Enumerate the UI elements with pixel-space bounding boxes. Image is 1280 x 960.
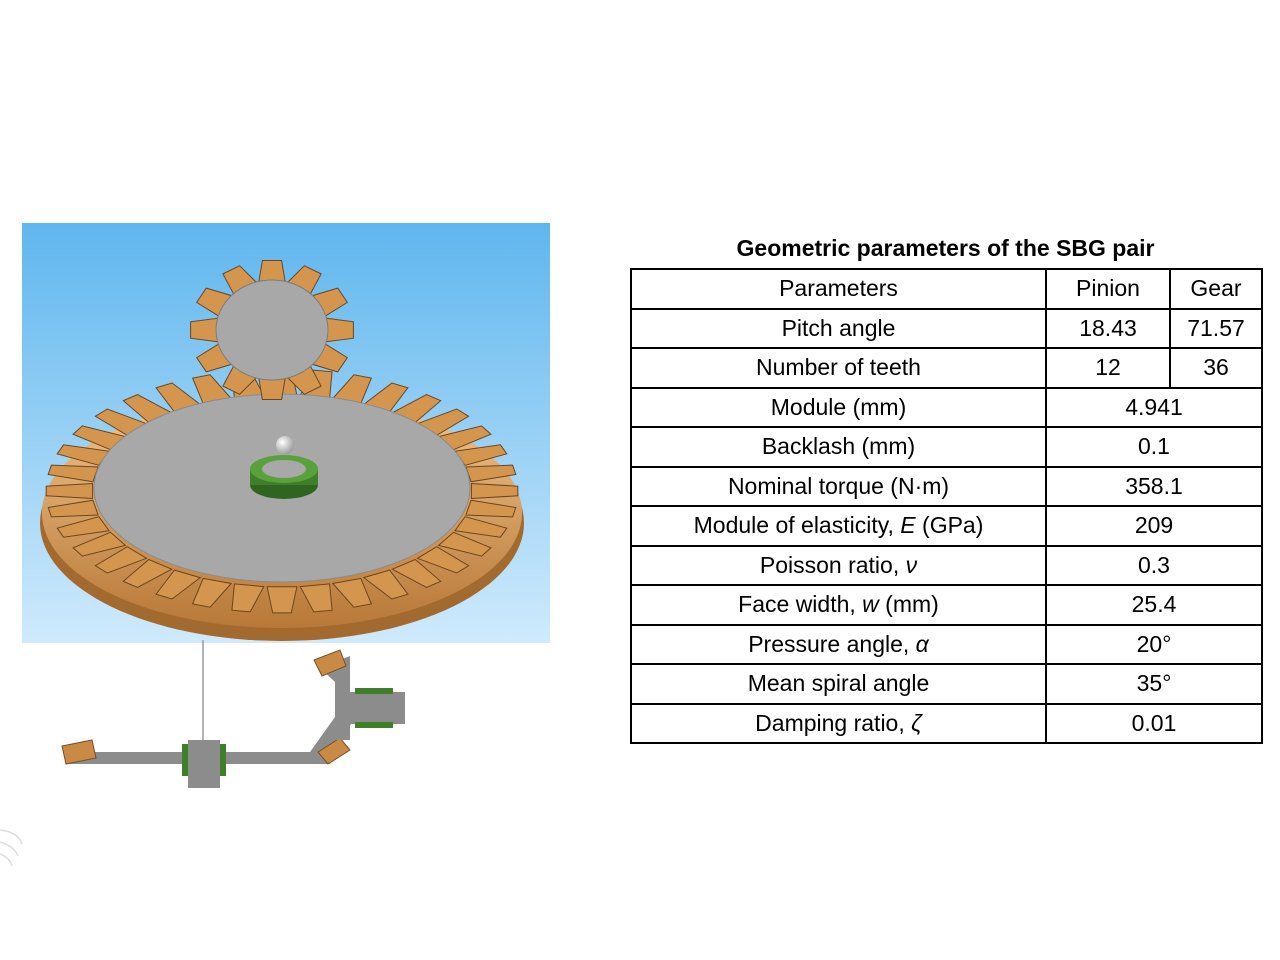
parameter-cell: Face width, w (mm) xyxy=(630,584,1047,626)
shared-value-cell: 209 xyxy=(1045,505,1263,547)
pinion-bearing-bottom xyxy=(355,722,393,728)
shared-value-cell: 0.1 xyxy=(1045,426,1263,468)
table-row: Nominal torque (N·m)358.1 xyxy=(630,465,1263,507)
gear-pair-3d-render xyxy=(22,223,550,643)
parameter-cell: Module (mm) xyxy=(630,386,1047,428)
shared-value-cell: 0.01 xyxy=(1045,702,1263,744)
pinion-value-cell: 12 xyxy=(1045,347,1171,389)
gear-tooth xyxy=(155,569,202,600)
shared-value-cell: 20° xyxy=(1045,623,1263,665)
ring-gear-teeth xyxy=(45,368,519,614)
gear-value-cell: 36 xyxy=(1169,347,1263,389)
table-row: Module (mm)4.941 xyxy=(630,386,1263,428)
parameter-symbol: ν xyxy=(905,551,918,578)
slide-edge-mark xyxy=(0,829,23,867)
parameter-label: Pressure angle, xyxy=(748,630,916,657)
center-ball xyxy=(276,436,294,454)
gear-tooth xyxy=(437,531,492,557)
gear-tooth xyxy=(47,499,99,518)
shared-value-cell: 358.1 xyxy=(1045,465,1263,507)
parameter-cell: Poisson ratio, ν xyxy=(630,544,1047,586)
parameter-label: Module of elasticity, xyxy=(693,512,901,539)
table-row: Module of elasticity, E (GPa)209 xyxy=(630,505,1263,547)
gear-tooth xyxy=(191,577,233,608)
pinion-bearing-top xyxy=(355,688,393,694)
header-parameters: Parameters xyxy=(630,268,1047,310)
parameter-cell: Mean spiral angle xyxy=(630,663,1047,705)
gear-bearing-right xyxy=(220,744,226,776)
gear-tooth xyxy=(45,482,94,500)
parameter-label: Poisson ratio, xyxy=(759,551,906,578)
shared-value-cell: 35° xyxy=(1045,663,1263,705)
parameter-cell: Backlash (mm) xyxy=(630,426,1047,468)
gear-tooth xyxy=(266,586,298,614)
parameter-cell: Nominal torque (N·m) xyxy=(630,465,1047,507)
parameter-label: Face width, xyxy=(738,591,863,618)
pinion-gear-face xyxy=(215,279,329,381)
parameters-table-container: Geometric parameters of the SBG pair Par… xyxy=(630,228,1263,744)
parameter-unit: (mm) xyxy=(878,591,939,618)
parameter-symbol: E xyxy=(900,512,916,539)
parameter-cell: Pressure angle, α xyxy=(630,623,1047,665)
gear-tooth xyxy=(326,317,354,343)
parameter-symbol: w xyxy=(862,591,879,618)
shared-value-cell: 25.4 xyxy=(1045,584,1263,626)
parameter-symbol: α xyxy=(915,630,929,657)
gear-bearing-left xyxy=(182,744,188,776)
parameter-cell: Damping ratio, ζ xyxy=(630,702,1047,744)
gear-tooth xyxy=(190,317,218,343)
gear-tooth xyxy=(470,482,519,500)
gear-tooth xyxy=(391,558,442,589)
gear-pair-section-view xyxy=(61,640,405,788)
parameter-symbol: ζ xyxy=(911,709,922,736)
gear-tooth xyxy=(362,569,409,600)
parameter-unit: (GPa) xyxy=(915,512,984,539)
gear-tooth xyxy=(258,260,286,282)
gear-tooth xyxy=(416,546,470,574)
parameter-label: Damping ratio, xyxy=(755,709,912,736)
gear-tooth xyxy=(331,577,373,608)
gear-tooth xyxy=(72,531,127,557)
gear-value-cell: 71.57 xyxy=(1169,307,1263,349)
table-row: Backlash (mm)0.1 xyxy=(630,426,1263,468)
parameter-cell: Number of teeth xyxy=(630,347,1047,389)
table-header-row: Parameters Pinion Gear xyxy=(630,268,1263,310)
gear-tooth xyxy=(299,583,333,613)
gear-tooth xyxy=(465,499,517,518)
gear-tooth xyxy=(258,378,286,400)
gear-tooth xyxy=(465,464,517,483)
gear-tooth xyxy=(94,546,148,574)
header-gear: Gear xyxy=(1169,268,1263,310)
header-pinion: Pinion xyxy=(1045,268,1171,310)
parameter-cell: Module of elasticity, E (GPa) xyxy=(630,505,1047,547)
shared-value-cell: 4.941 xyxy=(1045,386,1263,428)
gear-tooth xyxy=(231,583,265,613)
table-title: Geometric parameters of the SBG pair xyxy=(736,235,1155,261)
parameter-cell: Pitch angle xyxy=(630,307,1047,349)
shared-value-cell: 0.3 xyxy=(1045,544,1263,586)
table-row: Face width, w (mm)25.4 xyxy=(630,584,1263,626)
pinion-value-cell: 18.43 xyxy=(1045,307,1171,349)
gear-tooth xyxy=(454,516,508,538)
gear-tooth xyxy=(122,558,173,589)
gear-tooth xyxy=(56,516,110,538)
